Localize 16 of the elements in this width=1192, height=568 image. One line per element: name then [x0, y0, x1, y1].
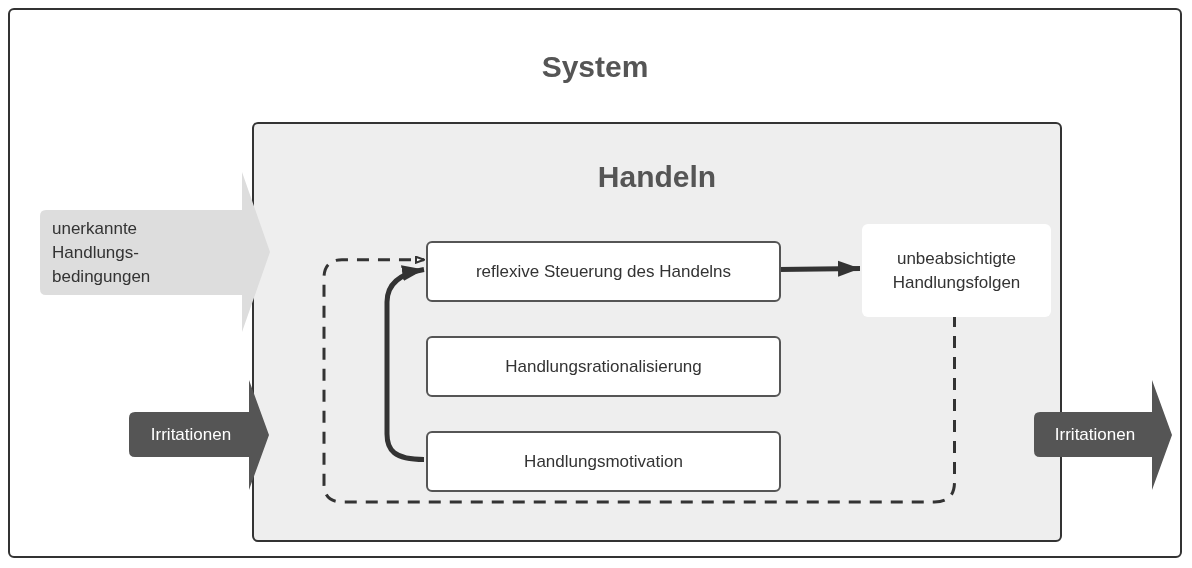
process-box: Handlungsmotivation: [426, 431, 781, 492]
arrow-label: Irritationen: [1054, 423, 1136, 446]
process-box: reflexive Steuerung des Handelns: [426, 241, 781, 302]
outcome-box: unbeabsichtigte Handlungsfolgen: [862, 224, 1051, 317]
system-frame: [8, 8, 1182, 558]
process-box: Handlungsrationalisierung: [426, 336, 781, 397]
frame-title: Handeln: [596, 159, 718, 195]
arrow-label: Irritationen: [150, 423, 232, 446]
arrow: [384, 265, 425, 462]
block-arrow: [40, 172, 270, 332]
arrow-label: unerkannte Handlungs- bedingungen: [52, 217, 152, 288]
arrow: [778, 260, 861, 277]
block-arrow: [1034, 380, 1172, 490]
arrow: [322, 255, 956, 504]
frame-title: System: [540, 49, 650, 85]
block-arrow: [129, 380, 269, 490]
